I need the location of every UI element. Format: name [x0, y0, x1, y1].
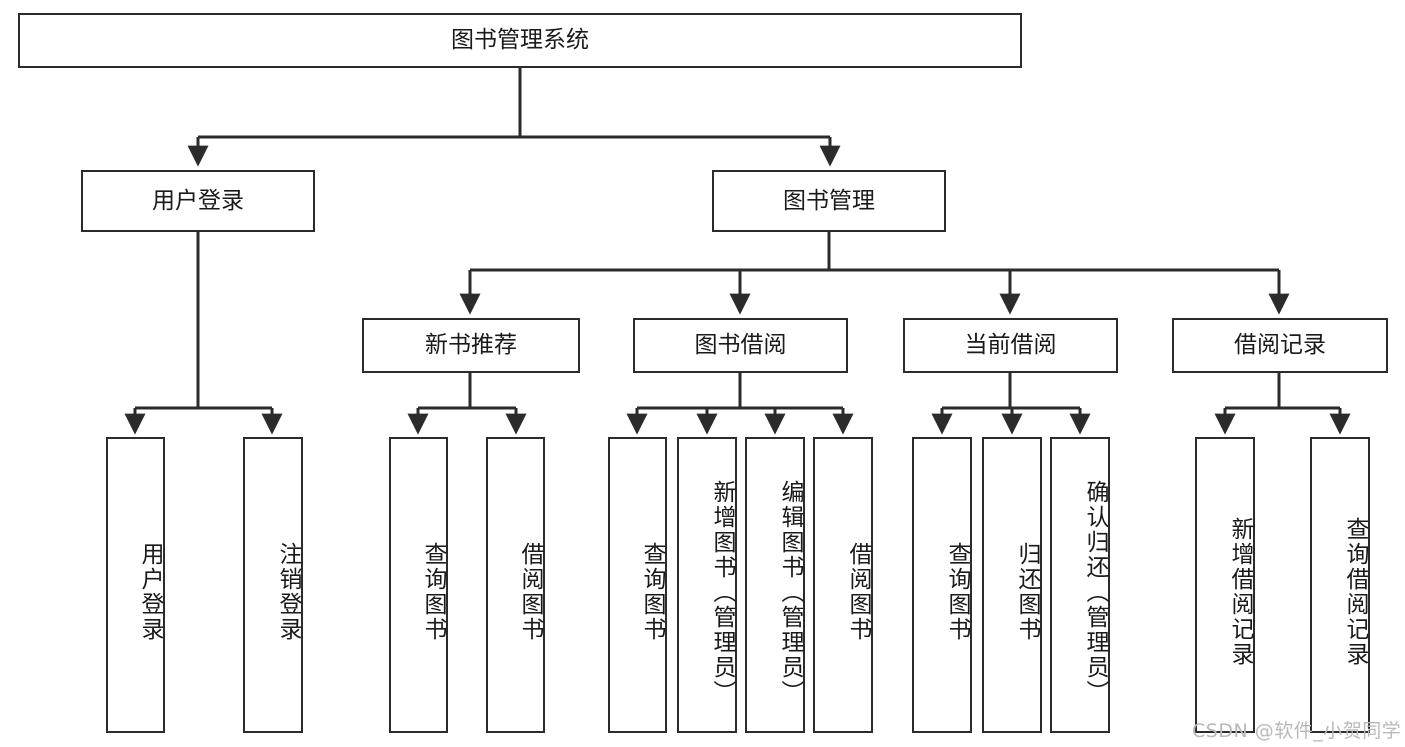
node-leaf-borrow-book-2[interactable]: 借阅图书	[813, 437, 873, 733]
node-leaf-add-record-label: 新增借阅记录	[1227, 517, 1253, 667]
node-leaf-query-book-2[interactable]: 查询图书	[608, 437, 667, 733]
node-book-borrow[interactable]: 图书借阅	[633, 318, 848, 373]
node-user-login[interactable]: 用户登录	[81, 170, 315, 232]
node-root-label: 图书管理系统	[451, 27, 589, 54]
csdn-watermark: CSDN @软件_小贺同学	[1192, 720, 1402, 742]
node-leaf-query-book-1-label: 查询图书	[420, 542, 446, 642]
node-borrow-record-label: 借阅记录	[1234, 332, 1326, 359]
node-leaf-query-book-1[interactable]: 查询图书	[389, 437, 448, 733]
node-leaf-query-record[interactable]: 查询借阅记录	[1310, 437, 1370, 733]
node-leaf-return-book-label: 归还图书	[1014, 542, 1040, 642]
node-book-borrow-label: 图书借阅	[694, 332, 787, 359]
node-leaf-query-record-label: 查询借阅记录	[1342, 517, 1368, 667]
node-current-borrow-label: 当前借阅	[964, 332, 1057, 359]
node-leaf-query-book-3-label: 查询图书	[944, 542, 970, 642]
node-book-manage[interactable]: 图书管理	[712, 170, 946, 232]
node-leaf-borrow-book-1[interactable]: 借阅图书	[486, 437, 545, 733]
node-new-book-rec-label: 新书推荐	[425, 332, 517, 359]
node-root[interactable]: 图书管理系统	[18, 13, 1022, 68]
node-current-borrow[interactable]: 当前借阅	[903, 318, 1118, 373]
node-borrow-record[interactable]: 借阅记录	[1172, 318, 1388, 373]
node-new-book-rec[interactable]: 新书推荐	[362, 318, 580, 373]
node-leaf-query-book-2-label: 查询图书	[639, 542, 665, 642]
node-leaf-borrow-book-2-label: 借阅图书	[845, 542, 871, 642]
node-leaf-user-login[interactable]: 用户登录	[106, 437, 165, 733]
node-leaf-logout[interactable]: 注销登录	[243, 437, 303, 733]
node-leaf-add-book-label: 新增图书（管理员）	[709, 479, 735, 705]
node-leaf-query-book-3[interactable]: 查询图书	[912, 437, 972, 733]
node-leaf-confirm-return[interactable]: 确认归还（管理员）	[1050, 437, 1110, 733]
node-leaf-edit-book[interactable]: 编辑图书（管理员）	[745, 437, 805, 733]
node-leaf-borrow-book-1-label: 借阅图书	[517, 542, 543, 642]
node-leaf-logout-label: 注销登录	[275, 542, 301, 642]
node-user-login-label: 用户登录	[152, 187, 244, 214]
node-leaf-add-book[interactable]: 新增图书（管理员）	[677, 437, 737, 733]
node-leaf-edit-book-label: 编辑图书（管理员）	[777, 479, 803, 705]
node-book-manage-label: 图书管理	[783, 187, 875, 214]
node-leaf-confirm-return-label: 确认归还（管理员）	[1082, 479, 1108, 705]
node-leaf-return-book[interactable]: 归还图书	[982, 437, 1042, 733]
node-leaf-add-record[interactable]: 新增借阅记录	[1195, 437, 1255, 733]
node-leaf-user-login-label: 用户登录	[137, 542, 163, 642]
